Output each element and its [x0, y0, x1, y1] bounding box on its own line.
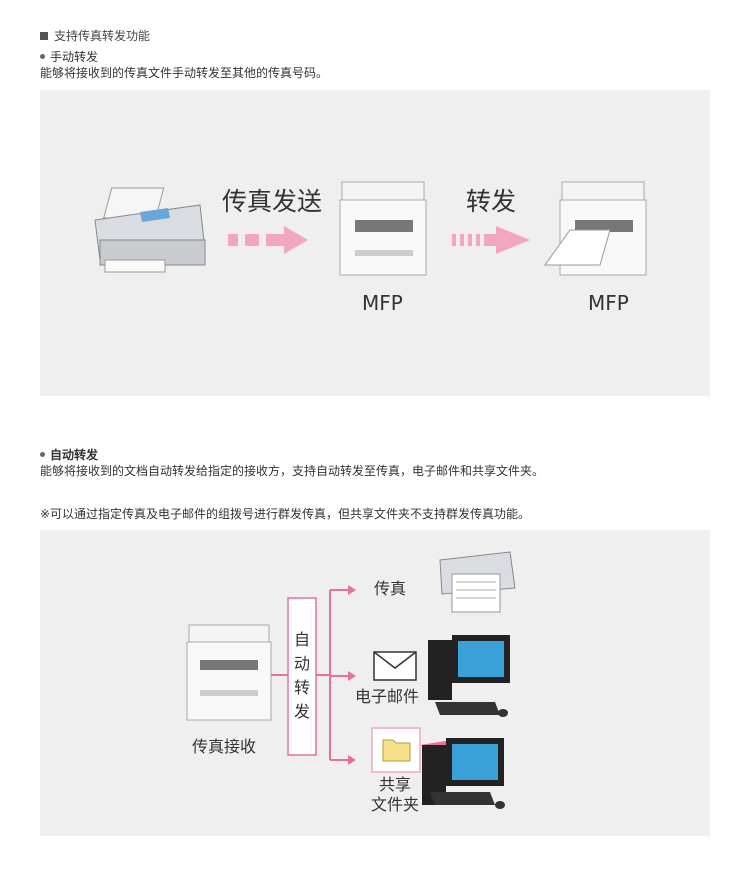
bullet-icon	[40, 54, 45, 59]
auto-char: 动	[294, 654, 310, 673]
auto-forward-box	[287, 597, 317, 756]
manual-title-text: 手动转发	[50, 50, 99, 64]
manual-desc: 能够将接收到的传真文件手动转发至其他的传真号码。	[40, 66, 329, 80]
auto-char: 转	[294, 678, 310, 697]
section-title-text: 支持传真转发功能	[54, 29, 151, 43]
dashed-arrow-icon	[228, 226, 308, 254]
fax-machine-icon	[439, 551, 516, 613]
manual-title: 手动转发	[40, 48, 98, 65]
computer-icon	[428, 635, 510, 717]
auto-title-text: 自动转发	[50, 448, 99, 462]
bullet-icon	[40, 452, 45, 457]
fax-machine-icon	[94, 187, 206, 273]
auto-char: 发	[294, 702, 310, 721]
mfp-output-icon	[544, 181, 647, 276]
square-bullet-icon	[40, 32, 48, 40]
fax-send-label: 传真发送	[222, 187, 322, 216]
share-label-2: 文件夹	[371, 795, 419, 814]
folder-icon	[382, 739, 411, 762]
arrow-heads	[348, 585, 356, 765]
fax-receive-label: 传真接收	[192, 737, 256, 756]
mfp-label-2: MFP	[588, 291, 629, 315]
mfp-icon	[339, 181, 427, 276]
manual-forward-diagram: 传真发送 MFP 转发 MFP	[40, 90, 710, 396]
mfp-label-1: MFP	[362, 291, 403, 315]
computer-icon	[422, 738, 505, 809]
envelope-icon	[373, 651, 417, 681]
email-target-label: 电子邮件	[355, 687, 419, 706]
auto-title: 自动转发	[40, 446, 98, 463]
auto-desc: 能够将接收到的文档自动转发给指定的接收方，支持自动转发至传真，电子邮件和共享文件…	[40, 464, 545, 478]
fax-target-label: 传真	[374, 579, 406, 598]
mfp-icon	[186, 624, 272, 721]
forward-label: 转发	[466, 187, 516, 216]
auto-forward-diagram: 传真接收 自 动 转 发 传真 电子邮件 共享 文件夹	[40, 530, 710, 836]
auto-char: 自	[294, 630, 310, 649]
share-label-1: 共享	[379, 775, 411, 794]
auto-note: ※可以通过指定传真及电子邮件的组拨号进行群发传真，但共享文件夹不支持群发传真功能…	[40, 507, 531, 521]
section-title: 支持传真转发功能	[40, 27, 150, 44]
dashed-arrow-icon	[452, 226, 530, 254]
connector-lines	[271, 589, 348, 761]
